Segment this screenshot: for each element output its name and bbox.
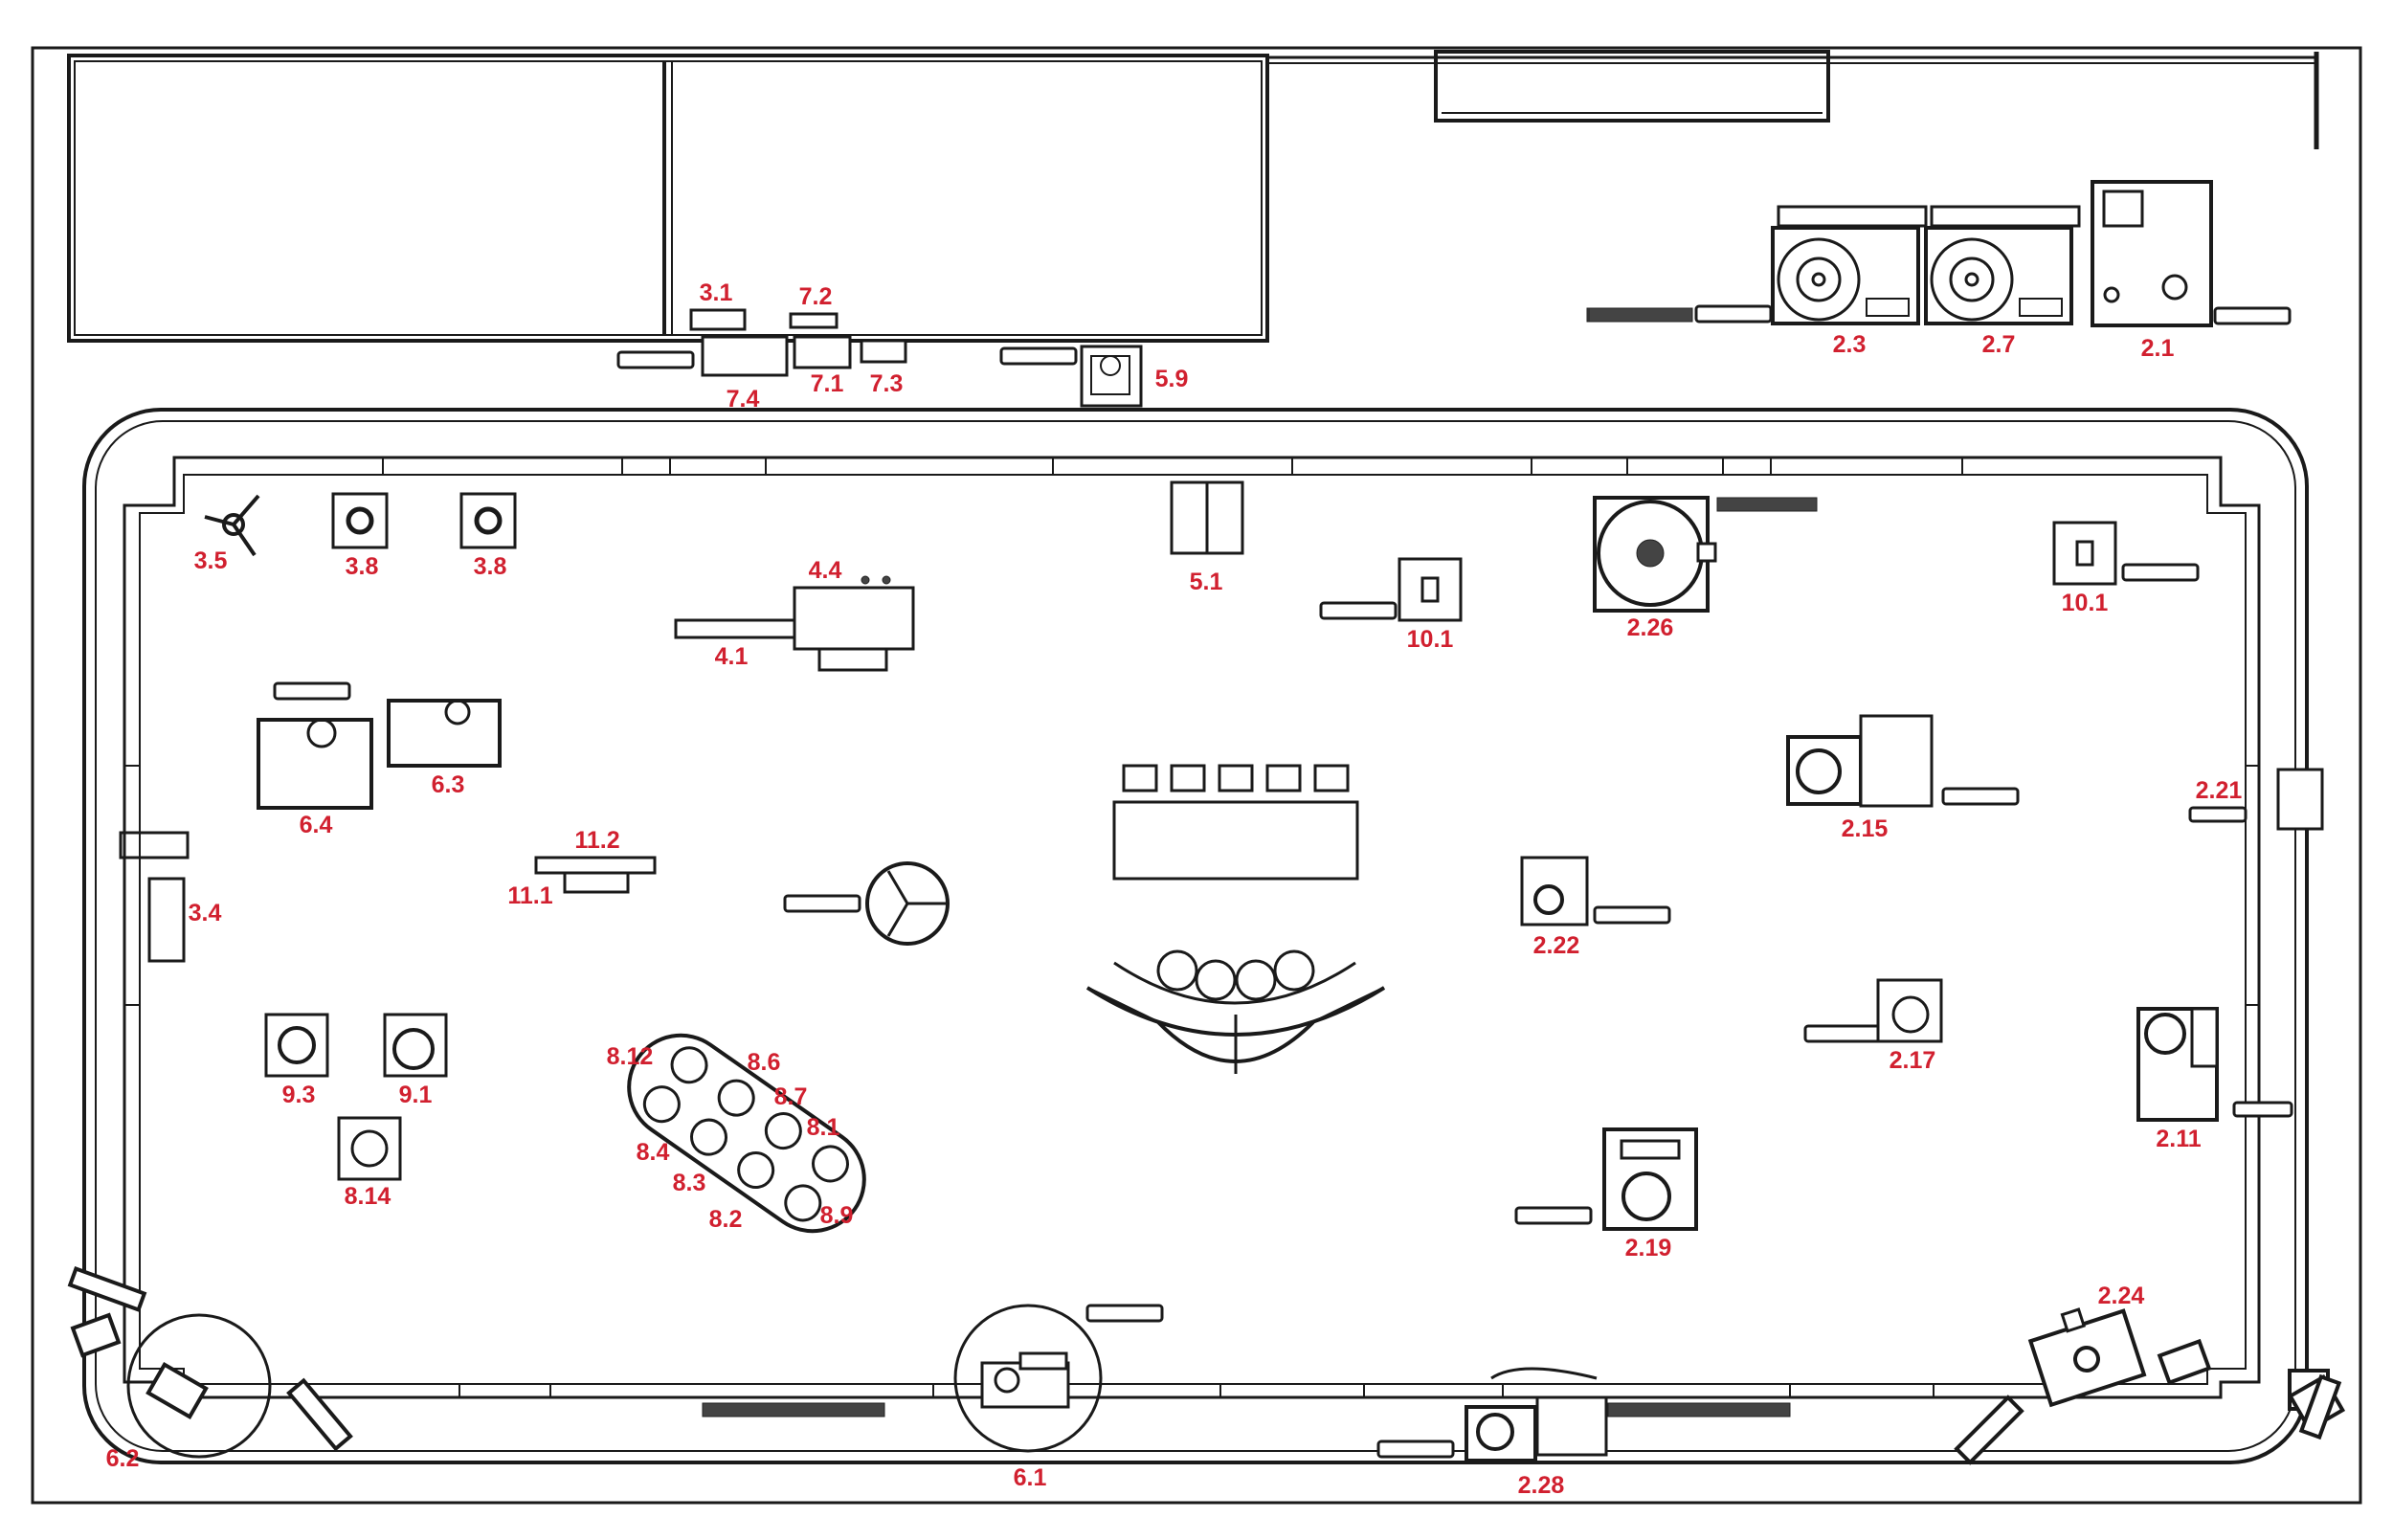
label-7-4: 7.4 <box>727 386 760 413</box>
equipment-arena <box>67 480 2346 1465</box>
label-2-22: 2.22 <box>1533 932 1580 959</box>
label-7-2: 7.2 <box>799 283 833 310</box>
label-8-4: 8.4 <box>637 1139 670 1166</box>
label-7-1: 7.1 <box>811 370 844 397</box>
label-2-21: 2.21 <box>2196 777 2243 804</box>
label-2-15: 2.15 <box>1842 815 1889 842</box>
label-3-8b: 3.8 <box>474 553 507 580</box>
label-8-9: 8.9 <box>820 1202 854 1229</box>
label-8-2: 8.2 <box>709 1206 743 1233</box>
label-8-14: 8.14 <box>345 1183 391 1210</box>
label-8-6: 8.6 <box>748 1049 781 1076</box>
label-6-3: 6.3 <box>432 771 465 798</box>
benches <box>273 304 2293 1459</box>
label-8-7: 8.7 <box>774 1083 808 1110</box>
back-rooms <box>67 50 2319 343</box>
label-2-11: 2.11 <box>2156 1126 2201 1152</box>
label-11-1: 11.1 <box>507 882 552 909</box>
arena-walls <box>82 307 2309 1464</box>
label-8-1: 8.1 <box>807 1114 840 1141</box>
label-2-19: 2.19 <box>1625 1235 1672 1261</box>
label-10-1b: 10.1 <box>2062 590 2109 616</box>
label-2-17: 2.17 <box>1890 1047 1936 1074</box>
label-3-5: 3.5 <box>194 547 228 574</box>
item-labels: 3.1 7.2 7.4 7.1 7.3 5.9 2.3 2.7 2.1 3.5 … <box>106 279 2243 1499</box>
label-7-3: 7.3 <box>870 370 904 397</box>
label-3-1: 3.1 <box>700 279 733 306</box>
label-3-4: 3.4 <box>189 900 222 926</box>
label-6-4: 6.4 <box>300 812 333 838</box>
label-2-1: 2.1 <box>2141 335 2175 362</box>
label-10-1a: 10.1 <box>1407 626 1454 653</box>
label-2-24: 2.24 <box>2098 1283 2145 1309</box>
label-4-4: 4.4 <box>809 557 842 584</box>
label-2-7: 2.7 <box>1982 331 2016 358</box>
label-6-2: 6.2 <box>106 1445 140 1472</box>
outer-boundary <box>31 46 2362 1505</box>
label-3-8a: 3.8 <box>346 553 379 580</box>
label-8-3: 8.3 <box>673 1170 706 1196</box>
label-4-1: 4.1 <box>715 643 749 670</box>
label-11-2: 11.2 <box>574 827 619 854</box>
label-5-9: 5.9 <box>1155 366 1189 392</box>
label-9-1: 9.1 <box>399 1082 433 1108</box>
label-2-3: 2.3 <box>1833 331 1867 358</box>
machines-top-right <box>1588 180 2213 327</box>
label-5-1: 5.1 <box>1190 569 1223 595</box>
equipment-back <box>689 308 1143 408</box>
label-2-28: 2.28 <box>1518 1472 1565 1499</box>
label-8-12: 8.12 <box>607 1043 654 1070</box>
label-6-1: 6.1 <box>1014 1464 1047 1491</box>
label-9-3: 9.3 <box>282 1082 316 1108</box>
label-2-26: 2.26 <box>1627 614 1674 641</box>
